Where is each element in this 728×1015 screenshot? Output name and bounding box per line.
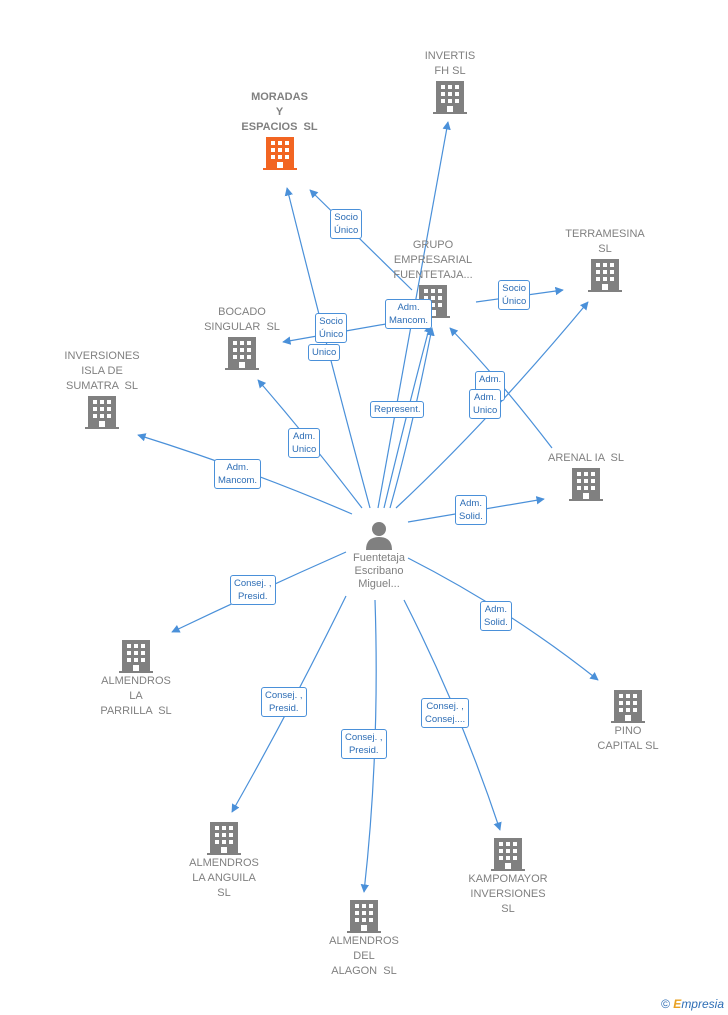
company-inversiones-isla[interactable]: INVERSIONES ISLA DE SUMATRA SL — [50, 349, 154, 430]
edge-label-socio-unico[interactable]: Socio Único — [330, 209, 363, 239]
company-almendros-anguila[interactable]: ALMENDROS LA ANGUILA SL — [172, 820, 276, 901]
company-label: BOCADO SINGULAR SL — [204, 306, 280, 333]
empresia-logo: © Empresia — [661, 997, 724, 1011]
edge-grupo-2 — [389, 327, 435, 509]
building-icon — [119, 640, 153, 673]
person-icon — [366, 522, 392, 550]
company-arenal-ia[interactable]: ARENAL IA SL — [534, 451, 638, 502]
edge-label-adm-solid[interactable]: Adm. Solid. — [480, 601, 512, 631]
edge-label-adm-mancom[interactable]: Adm. Mancom. — [385, 299, 433, 329]
company-label: KAMPOMAYOR INVERSIONES SL — [468, 873, 548, 915]
company-label: TERRAMESINA SL — [565, 228, 645, 255]
company-label: PINO CAPITAL SL — [597, 725, 659, 752]
brand-rest: mpresia — [681, 997, 724, 1011]
edge-label-adm-unico[interactable]: Adm. Unico — [469, 389, 502, 419]
edge-label-consej-presid[interactable]: Consej. , Presid. — [341, 729, 387, 759]
edge-label-consej[interactable]: Consej. , Consej.... — [421, 698, 470, 728]
building-icon — [491, 838, 525, 871]
building-icon — [588, 259, 622, 292]
edge-label-adm-mancom[interactable]: Adm. Mancom. — [214, 459, 262, 489]
edge-label-consej-presid[interactable]: Consej. , Presid. — [261, 687, 307, 717]
building-icon — [85, 396, 119, 429]
building-icon — [347, 900, 381, 933]
building-icon — [611, 690, 645, 723]
company-grupo-empresarial[interactable]: GRUPO EMPRESARIAL FUENTETAJA... — [378, 238, 488, 319]
copyright-symbol: © — [661, 997, 670, 1011]
edge-label-consej-presid[interactable]: Consej. , Presid. — [230, 575, 276, 605]
company-almendros-alagon[interactable]: ALMENDROS DEL ALAGON SL — [312, 898, 416, 979]
company-pino-capital[interactable]: PINO CAPITAL SL — [576, 688, 680, 754]
building-icon — [225, 337, 259, 370]
company-label: GRUPO EMPRESARIAL FUENTETAJA... — [393, 239, 473, 281]
edge-label-socio-unico[interactable]: Socio Único — [498, 280, 531, 310]
building-icon — [262, 137, 297, 170]
edge-label-adm-solid[interactable]: Adm. Solid. — [455, 495, 487, 525]
edge-label-socio-unico[interactable]: Socio Único — [315, 313, 348, 343]
building-icon — [569, 468, 603, 501]
building-icon — [433, 81, 467, 114]
edge-grupo-1 — [383, 324, 433, 509]
company-label: INVERTIS FH SL — [424, 50, 476, 77]
company-invertis[interactable]: INVERTIS FH SL — [400, 49, 500, 115]
brand-e: E — [673, 997, 682, 1011]
edge-label-unico[interactable]: Unico — [308, 344, 341, 361]
company-moradas[interactable]: MORADAS Y ESPACIOS SL — [222, 90, 337, 171]
company-label: ALMENDROS LA PARRILLA SL — [100, 675, 172, 717]
company-label: ALMENDROS DEL ALAGON SL — [329, 935, 399, 977]
company-almendros-parrilla[interactable]: ALMENDROS LA PARRILLA SL — [84, 638, 188, 719]
company-label: MORADAS Y ESPACIOS SL — [241, 91, 318, 133]
person-node[interactable]: Fuentetaja Escribano Miguel... — [347, 520, 411, 591]
company-label: INVERSIONES ISLA DE SUMATRA SL — [64, 350, 140, 392]
building-icon — [207, 822, 241, 855]
edge-label-adm-unico[interactable]: Adm. Unico — [288, 428, 321, 458]
edge-label-represent[interactable]: Represent. — [370, 401, 425, 418]
company-label: ALMENDROS LA ANGUILA SL — [189, 857, 259, 899]
edge-grupo-moradas — [309, 189, 413, 291]
company-kampomayor[interactable]: KAMPOMAYOR INVERSIONES SL — [456, 836, 560, 917]
company-bocado-singular[interactable]: BOCADO SINGULAR SL — [190, 305, 294, 371]
person-name: Fuentetaja Escribano Miguel... — [353, 552, 405, 590]
company-terramesina[interactable]: TERRAMESINA SL — [553, 227, 657, 293]
company-label: ARENAL IA SL — [547, 452, 625, 464]
